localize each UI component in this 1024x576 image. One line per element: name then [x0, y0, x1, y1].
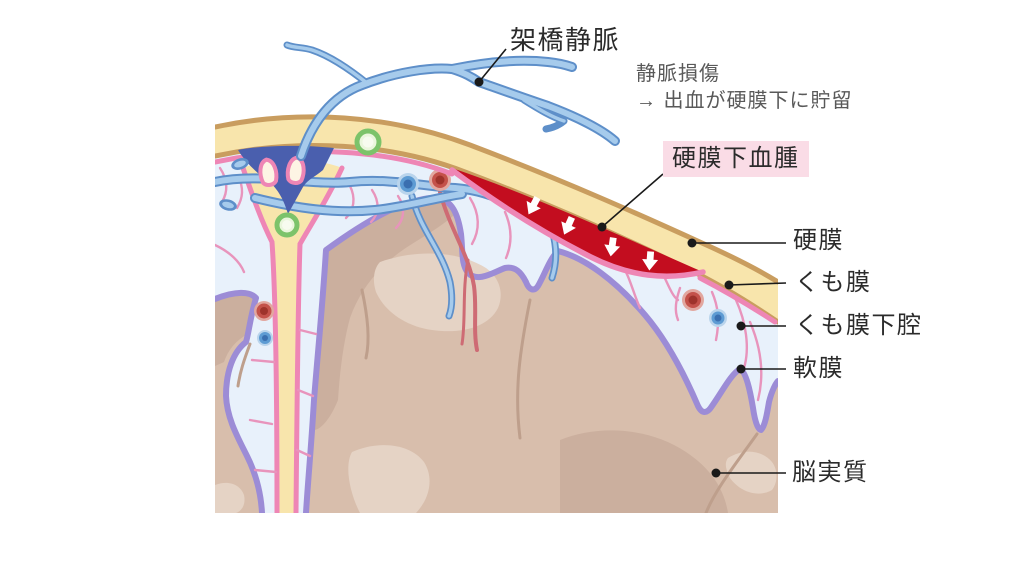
label-dot-pia [736, 364, 746, 374]
brain-highlight [215, 482, 245, 513]
artery-cross-section [429, 169, 451, 191]
pia-left [215, 289, 265, 513]
label-dot-arachnoid [724, 280, 734, 290]
vein-injury-note: 静脈損傷 → 出血が硬膜下に貯留 [636, 61, 853, 115]
sulcus-line [704, 432, 759, 513]
arachnoid-granulation [258, 155, 306, 187]
label-dot-brain [711, 468, 721, 478]
falx-arachnoid-left [240, 165, 280, 513]
brain-highlight [348, 445, 430, 513]
subdural-hematoma [449, 167, 706, 279]
brain-shading [314, 197, 454, 430]
sulcus-line [360, 288, 370, 360]
bridging-vein-graphic [283, 41, 620, 161]
vein-injury-note-line2: → 出血が硬膜下に貯留 [636, 90, 853, 112]
arachnoid-label: くも膜 [795, 269, 872, 296]
arachnoid-trabeculae [215, 166, 763, 474]
leader-lines [474, 48, 787, 478]
dura-layer [215, 116, 778, 322]
dura-label: 硬膜 [793, 227, 844, 254]
artery-cross-section [254, 301, 274, 321]
subarachnoid-space-label: くも膜下腔 [795, 312, 923, 339]
label-dot-bridging-vein [474, 77, 484, 87]
brain-shading [560, 430, 728, 513]
vein-cross-section [257, 330, 273, 346]
artery-cross-section [682, 289, 704, 311]
label-dot-subarachnoid-space [736, 321, 746, 331]
cortical-artery [438, 190, 479, 352]
pia-label: 軟膜 [793, 355, 844, 382]
subdural-hematoma-label: 硬膜下血腫 [663, 141, 809, 177]
vein-cross-section [709, 309, 727, 327]
sulcus-line [516, 298, 532, 440]
cortical-artery [460, 258, 470, 346]
cortical-vein [410, 194, 454, 318]
label-dot-hematoma [597, 222, 607, 232]
arachnoid-membrane-right [697, 275, 778, 325]
brain-parenchyma-label: 脳実質 [792, 459, 869, 486]
hematoma-shape [452, 168, 703, 277]
hematoma-lower-arachnoid [449, 167, 706, 279]
falx-cerebri [243, 160, 342, 513]
vein-injury-note-line1: 静脈損傷 [636, 63, 720, 85]
sulcus-line [236, 342, 252, 388]
bridging-vein-label: 架橋静脈 [510, 25, 621, 55]
vessel-cross-section-green [274, 212, 300, 238]
vein-cross-section [397, 173, 419, 195]
vessel-cross-section-green [354, 128, 382, 156]
label-dot-dura [687, 238, 697, 248]
cut-vein-stubs [219, 158, 249, 211]
pia-right [303, 194, 778, 513]
brain-shading [215, 292, 256, 366]
vessel-cross-sections [254, 169, 727, 346]
